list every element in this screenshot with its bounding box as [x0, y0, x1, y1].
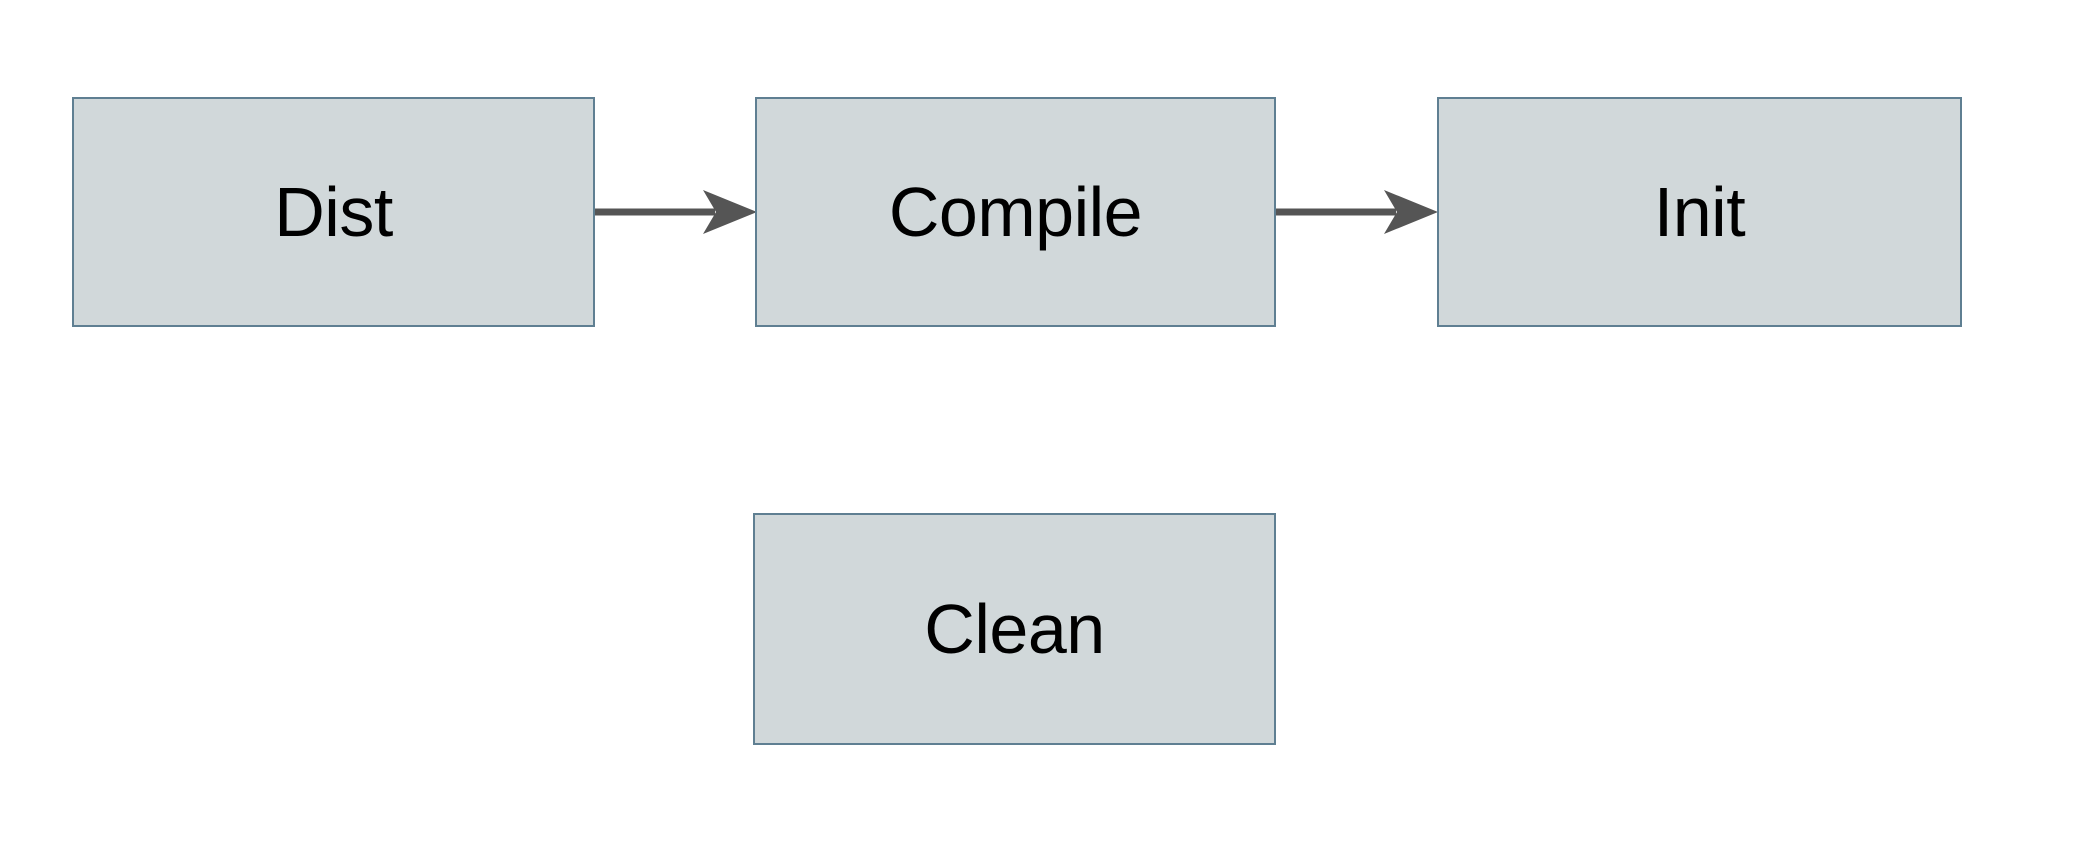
arrow-right-icon: [595, 190, 757, 234]
diagram-node-compile[interactable]: Compile: [755, 97, 1276, 327]
arrow-right-icon: [1276, 190, 1438, 234]
node-label-compile: Compile: [888, 173, 1143, 251]
diagram-node-clean[interactable]: Clean: [753, 513, 1276, 745]
diagram-node-init[interactable]: Init: [1437, 97, 1962, 327]
diagram-edge-compile-to-init[interactable]: [1276, 186, 1438, 238]
node-label-init: Init: [1653, 173, 1746, 251]
node-label-clean: Clean: [924, 590, 1105, 668]
node-label-dist: Dist: [274, 173, 393, 251]
diagram-edge-dist-to-compile[interactable]: [595, 186, 757, 238]
diagram-node-dist[interactable]: Dist: [72, 97, 595, 327]
